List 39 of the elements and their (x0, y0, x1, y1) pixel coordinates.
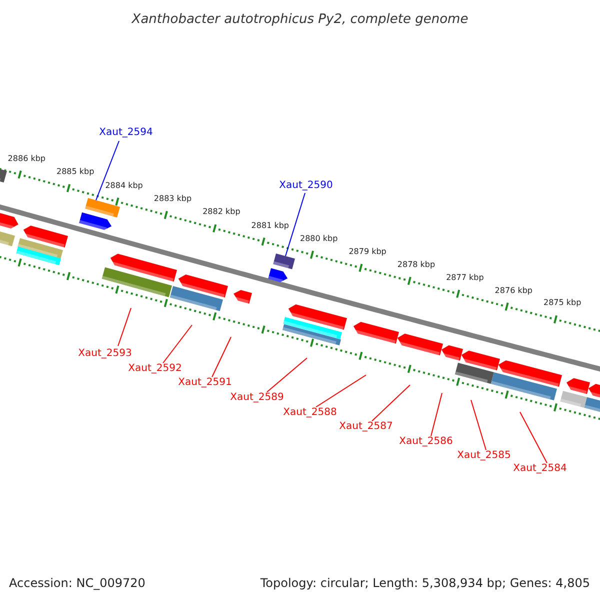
footer-text: Accession: NC_009720 (9, 575, 146, 592)
coordinate-label: 2875 kbp (544, 298, 582, 308)
leader-line (212, 336, 232, 378)
coordinate-label: 2884 kbp (105, 180, 143, 191)
coordinate-label: 2883 kbp (154, 194, 192, 204)
gene-label: Xaut_2588 (283, 407, 337, 419)
gene-label: Xaut_2584 (513, 463, 567, 475)
gene-label: Xaut_2590 (279, 180, 333, 192)
coordinate-label: 2882 kbp (202, 207, 240, 218)
leader-line (162, 324, 192, 364)
gene-label: Xaut_2589 (230, 392, 284, 404)
coordinate-label: 2879 kbp (348, 246, 386, 257)
gene-label: Xaut_2592 (128, 363, 182, 375)
coordinate-label: 2885 kbp (56, 167, 94, 178)
coordinate-label: 2876 kbp (494, 286, 532, 296)
coordinate-label: 2880 kbp (300, 234, 338, 244)
gene-label: Xaut_2591 (178, 377, 232, 389)
gene-label: Xaut_2585 (457, 450, 511, 462)
leader-line (470, 400, 486, 450)
gene-bar (273, 254, 295, 270)
gene-label: Xaut_2587 (339, 421, 393, 433)
gene-label: Xaut_2594 (99, 127, 153, 139)
title: Xanthobacter autotrophicus Py2, complete genome (132, 11, 468, 29)
coordinate-label: 2877 kbp (446, 272, 484, 283)
leader-line (316, 374, 366, 408)
coordinate-label: 2886 kbp (8, 154, 46, 164)
leader-line (266, 358, 308, 392)
coordinate-label: 2878 kbp (397, 260, 436, 270)
footer-text: Topology: circular; Length: 5,308,934 bp; Genes: 4,805 (260, 575, 590, 592)
leader-line (520, 412, 548, 464)
leader-line (285, 192, 306, 257)
gene-label: Xaut_2593 (78, 348, 132, 360)
gene-label: Xaut_2586 (399, 436, 453, 448)
leader-line (372, 384, 410, 422)
gene-bar (85, 198, 120, 218)
leader-line (96, 140, 120, 201)
coordinate-label: 2881 kbp (251, 220, 289, 231)
leader-line (430, 392, 442, 436)
leader-line (118, 308, 132, 346)
